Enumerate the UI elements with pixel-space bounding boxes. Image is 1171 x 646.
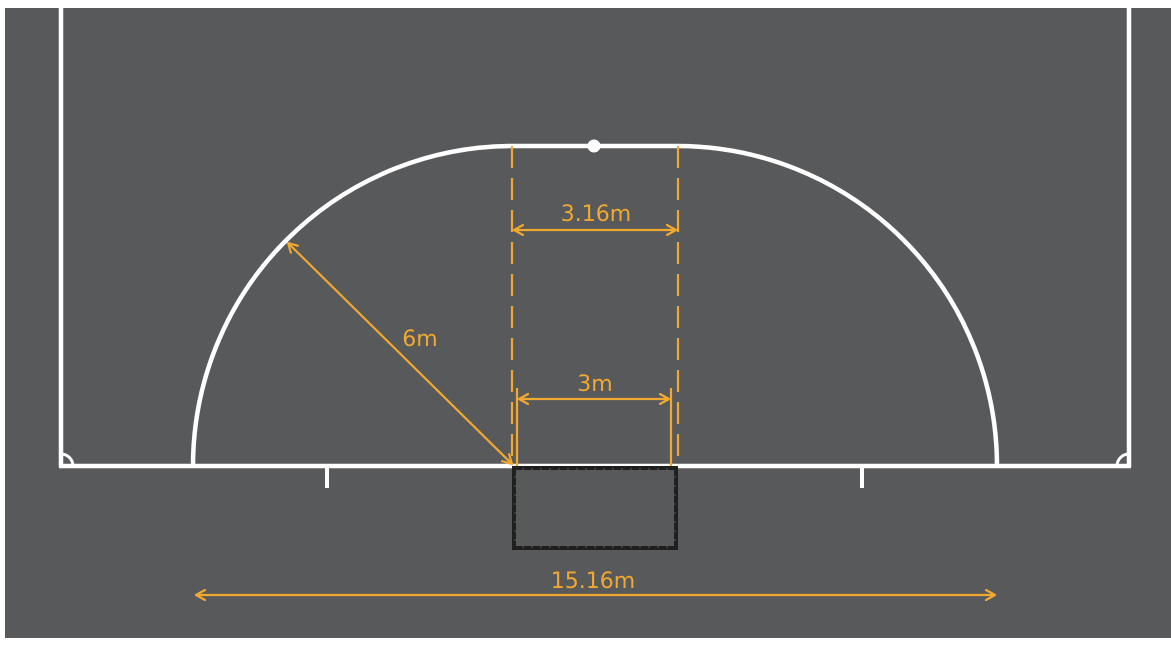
dimension-labels: 3.16m 3m 6m 15.16m bbox=[402, 202, 635, 594]
radius-label: 6m bbox=[402, 327, 437, 352]
left-corner-arc bbox=[60, 452, 75, 467]
court-surface bbox=[5, 8, 1171, 638]
penalty-spot bbox=[587, 139, 601, 153]
area-width-label: 15.16m bbox=[551, 569, 635, 594]
radius-arrow bbox=[288, 243, 512, 464]
right-corner-arc bbox=[1115, 452, 1130, 467]
straight-segment-label: 3.16m bbox=[561, 202, 631, 227]
goal-net-grid bbox=[514, 468, 676, 548]
dimension-arrows bbox=[196, 230, 995, 595]
goal-net bbox=[512, 466, 678, 550]
goal-width-label: 3m bbox=[577, 372, 612, 397]
